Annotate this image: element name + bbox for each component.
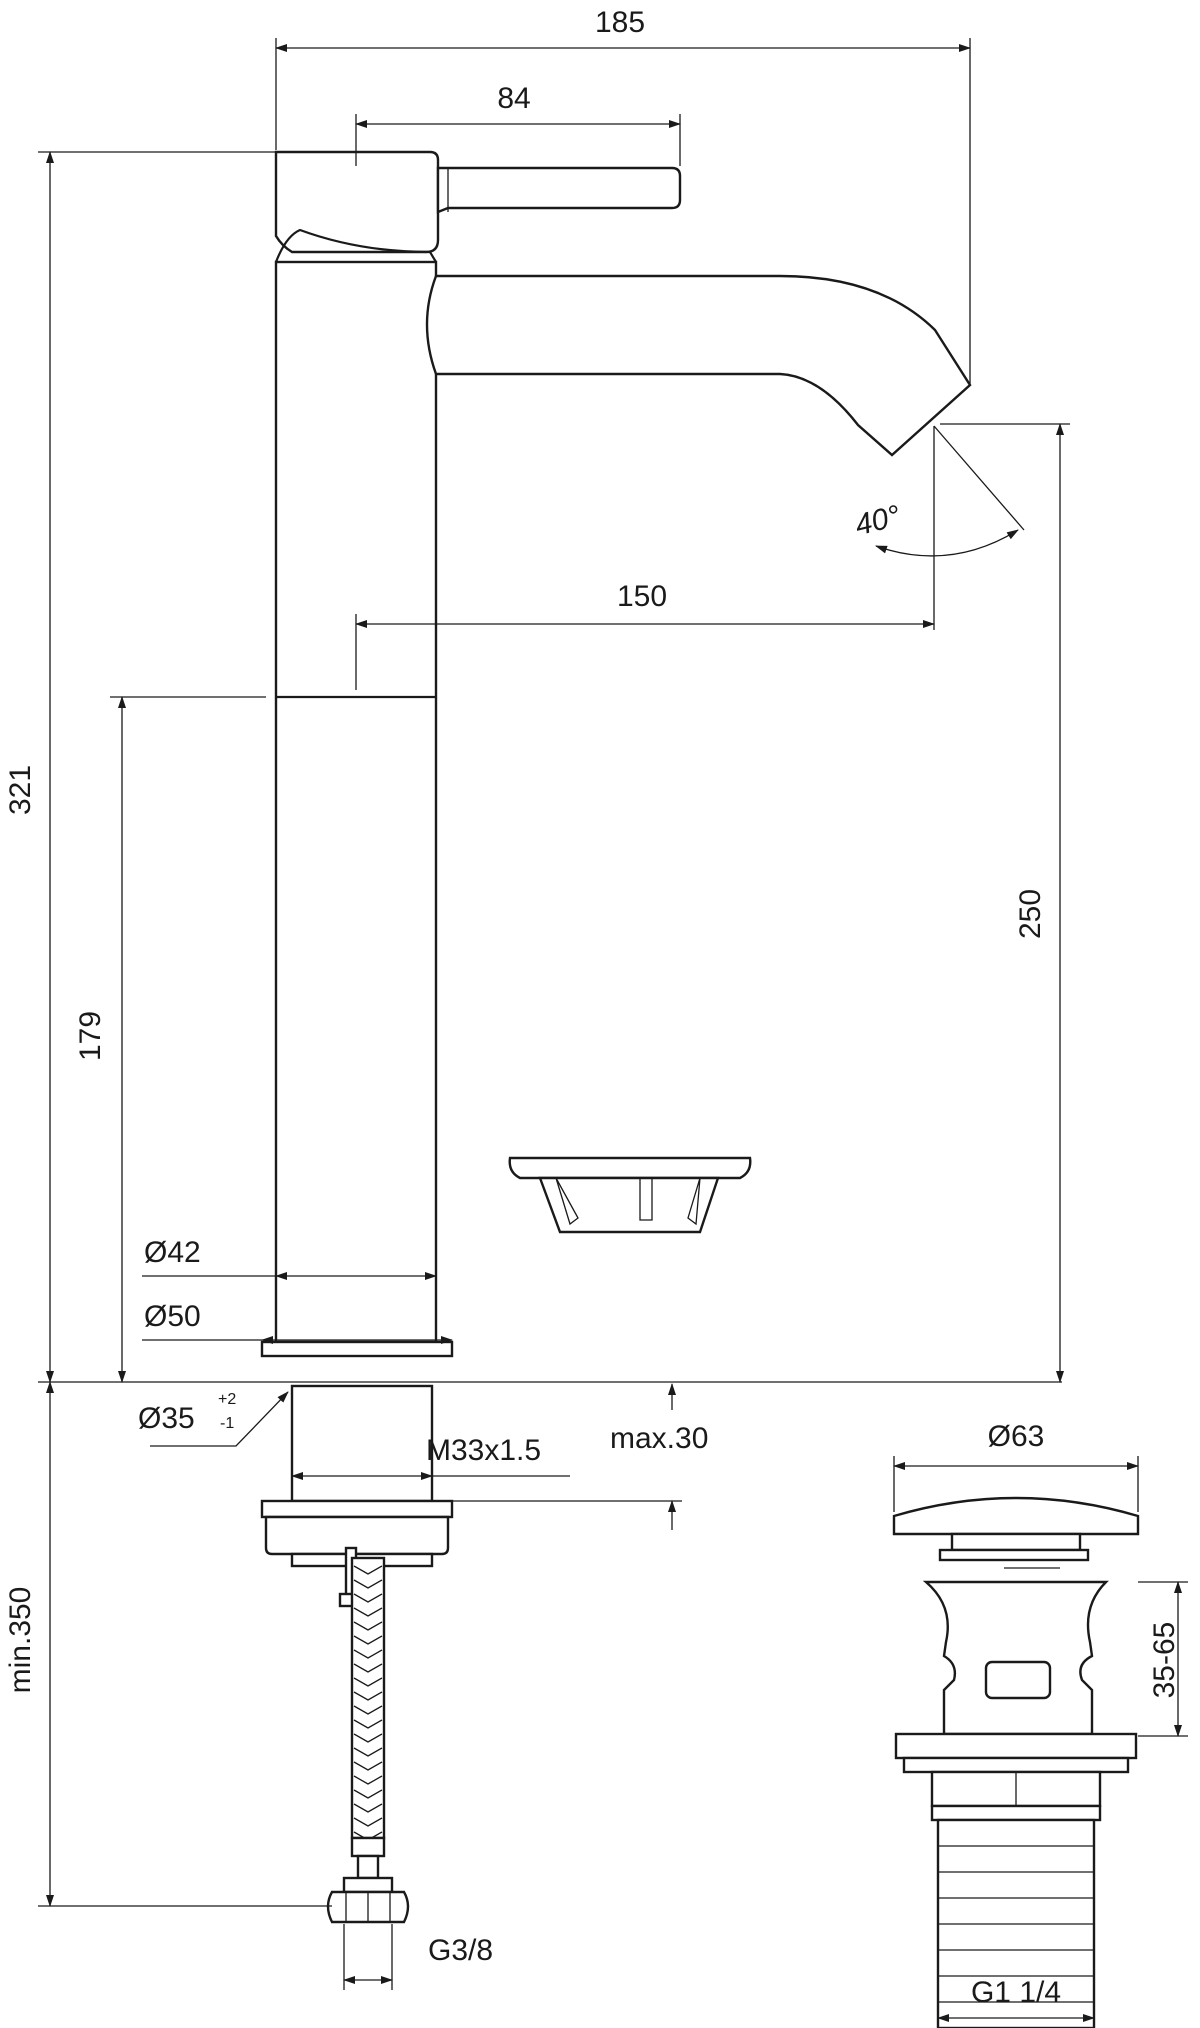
- hose-braid-pattern: [353, 1565, 383, 1841]
- label-handle-width: 84: [497, 82, 530, 115]
- braid-chevron: [353, 1621, 383, 1631]
- label-waste-thread: G1 1/4: [971, 1976, 1061, 2009]
- hose-crimp: [356, 1854, 380, 1880]
- label-thread: M33x1.5: [426, 1434, 541, 1467]
- label-waste-range: 35-65: [1148, 1622, 1181, 1699]
- plug-stem-head: [950, 1532, 1082, 1552]
- hose-ferrule: [350, 1836, 386, 1858]
- waste-window: [984, 1660, 1052, 1700]
- label-height-total: 321: [4, 765, 37, 815]
- waste-flange: [894, 1732, 1138, 1760]
- angle-arc: [875, 529, 1019, 557]
- faucet-column: [274, 260, 438, 1344]
- braid-chevron: [353, 1607, 383, 1617]
- braid-chevron: [353, 1705, 383, 1715]
- braided-hose: [350, 1556, 386, 1840]
- faucet-body: [260, 150, 972, 1924]
- label-dia-base: Ø42: [144, 1236, 201, 1269]
- braid-chevron: [353, 1677, 383, 1687]
- braid-chevron: [353, 1803, 383, 1813]
- braid-chevron: [353, 1579, 383, 1589]
- braid-chevron: [353, 1817, 383, 1827]
- waste-thread-lines: [938, 1845, 1094, 2003]
- waste-ring: [930, 1804, 1102, 1822]
- label-height-lower: 179: [74, 1011, 107, 1061]
- label-min-hose: min.350: [4, 1587, 37, 1694]
- braid-chevron: [353, 1733, 383, 1743]
- label-spout-height: 250: [1014, 889, 1047, 939]
- aerator-detail: [508, 1156, 752, 1234]
- threaded-shank: [290, 1384, 434, 1503]
- plug-stem-ring: [938, 1548, 1090, 1562]
- braid-chevron: [353, 1593, 383, 1603]
- aerator-ribs: [555, 1177, 701, 1226]
- dimension-labels: 185 84 321 179 150 250 40° Ø42 Ø50 Ø35 +…: [4, 6, 1181, 2009]
- angle-ref-line: [933, 425, 1025, 531]
- braid-chevron: [353, 1565, 383, 1575]
- braid-chevron: [353, 1635, 383, 1645]
- label-tol-plus: +2: [218, 1391, 236, 1408]
- leader-dia35: [150, 1391, 289, 1447]
- plug-cap: [892, 1496, 1140, 1536]
- label-dia-hole: Ø35: [138, 1402, 195, 1435]
- braid-chevron: [353, 1789, 383, 1799]
- handle-lever: [436, 166, 682, 214]
- hub-collar: [274, 228, 437, 263]
- braid-chevron: [353, 1761, 383, 1771]
- fixing-nut: [260, 1499, 454, 1519]
- label-spout-angle: 40°: [852, 499, 904, 542]
- braid-chevron: [353, 1649, 383, 1659]
- handle-hub: [274, 150, 440, 254]
- label-width-total: 185: [595, 6, 645, 39]
- aerator-body: [538, 1176, 720, 1234]
- label-hose-thread: G3/8: [428, 1934, 493, 1967]
- label-tol-minus: -1: [220, 1415, 234, 1432]
- fixing-plate: [264, 1515, 450, 1556]
- dimension-lines: [38, 38, 1188, 2022]
- hose-collar: [342, 1876, 394, 1894]
- waste-washer: [902, 1756, 1130, 1774]
- braid-chevron: [353, 1691, 383, 1701]
- aerator-rim: [508, 1156, 752, 1180]
- braid-chevron: [353, 1775, 383, 1785]
- braid-chevron: [353, 1747, 383, 1757]
- base-flange: [260, 1340, 454, 1358]
- label-dia-flange: Ø50: [144, 1300, 201, 1333]
- braid-chevron: [353, 1663, 383, 1673]
- waste-body: [922, 1580, 1109, 1736]
- braid-chevron: [353, 1719, 383, 1729]
- waste-plug: [892, 1496, 1140, 2028]
- label-max-deck: max.30: [610, 1422, 708, 1455]
- label-dia-plug: Ø63: [988, 1420, 1045, 1453]
- faucet-spout: [425, 274, 972, 457]
- label-spout-reach: 150: [617, 580, 667, 613]
